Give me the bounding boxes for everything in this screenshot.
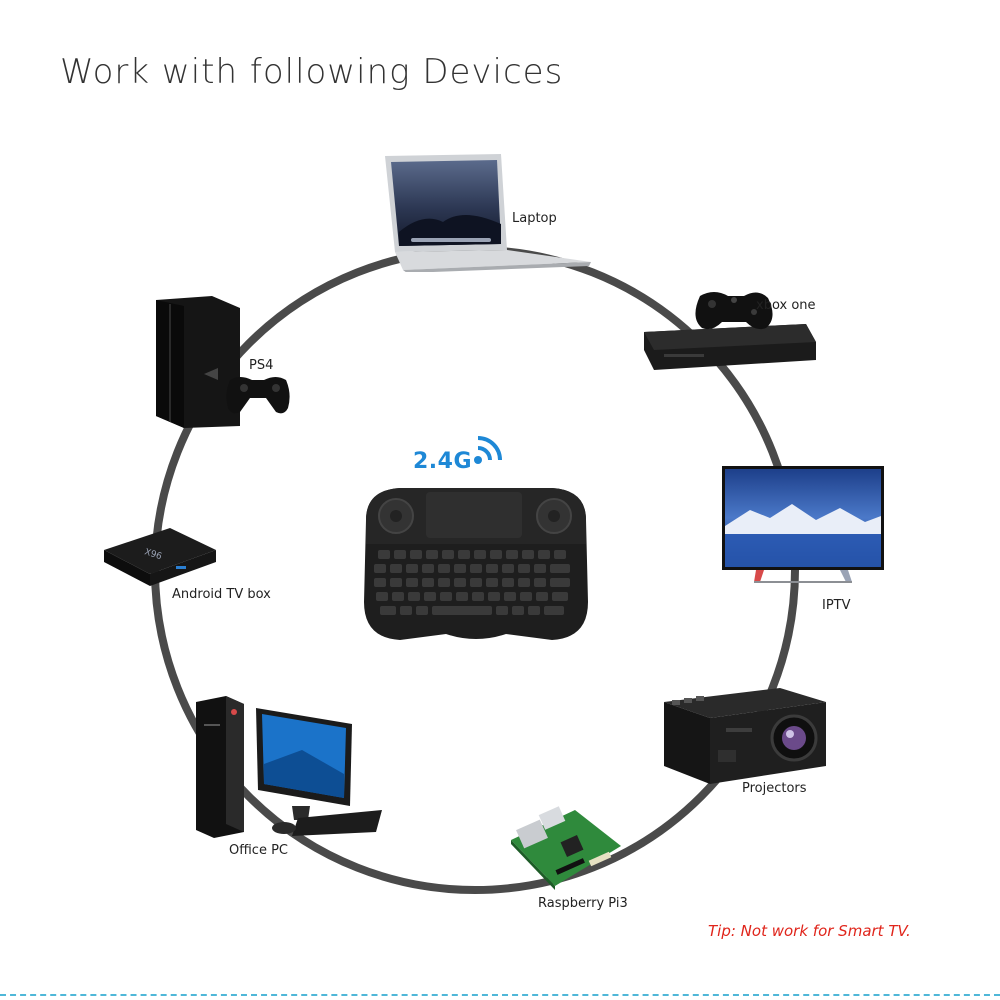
mini-keyboard-image xyxy=(364,488,588,640)
office-pc-image xyxy=(196,696,382,838)
raspberry-pi3-image xyxy=(511,806,621,890)
label-raspberry-pi3: Raspberry Pi3 xyxy=(538,896,628,911)
iptv-image xyxy=(722,466,884,583)
wifi-signal-icon xyxy=(474,436,503,464)
label-laptop: Laptop xyxy=(512,211,557,226)
page-title: Work with following Devices xyxy=(60,52,564,92)
label-android-tv-box: Android TV box xyxy=(172,587,271,602)
bottom-divider xyxy=(0,994,1000,996)
laptop-image xyxy=(385,154,591,272)
projector-image xyxy=(664,688,826,784)
wireless-frequency-label: 2.4G xyxy=(413,449,473,474)
android-tv-box-image: X96 xyxy=(104,528,216,586)
ps4-image xyxy=(156,296,290,428)
label-xbox-one: xbox one xyxy=(756,298,816,313)
label-office-pc: Office PC xyxy=(229,843,288,858)
wireless-badge: 2.4G xyxy=(413,430,510,474)
tip-note: Tip: Not work for Smart TV. xyxy=(708,922,911,940)
label-projectors: Projectors xyxy=(742,781,807,796)
xbox-one-image xyxy=(644,292,816,370)
label-iptv: IPTV xyxy=(822,598,851,613)
label-ps4: PS4 xyxy=(249,358,274,373)
